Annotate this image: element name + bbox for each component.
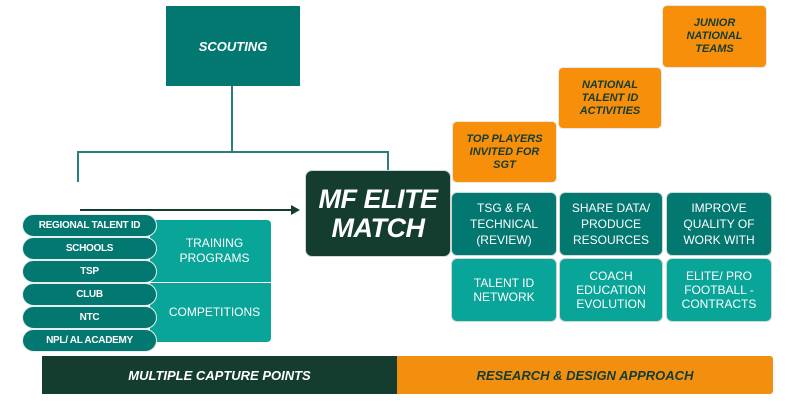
footer-research-design: RESEARCH & DESIGN APPROACH: [397, 356, 773, 394]
line: TALENT ID: [473, 276, 535, 290]
connector-left-down: [77, 151, 79, 182]
footer-right-label: RESEARCH & DESIGN APPROACH: [476, 367, 694, 383]
pill-label: SCHOOLS: [65, 243, 114, 254]
line: SGT: [493, 158, 516, 171]
line: TALENT ID: [581, 91, 639, 104]
scouting-label: SCOUTING: [198, 38, 268, 54]
line: CONTRACTS: [681, 297, 757, 311]
training-programs-panel: TRAINING PROGRAMS: [150, 220, 271, 282]
connector-right-down: [387, 151, 389, 171]
line: RESOURCES: [572, 233, 649, 247]
pill-label: NPL/ AL ACADEMY: [46, 335, 133, 346]
mf-elite-match-box: MF ELITE MATCH: [306, 171, 450, 256]
line: EVOLUTION: [576, 297, 646, 311]
outcome-improve-quality: IMPROVE QUALITY OF WORK WITH: [667, 193, 771, 255]
connector-horizontal: [77, 151, 389, 153]
pill-label: NTC: [79, 312, 100, 323]
pill-ntc: NTC: [22, 306, 157, 329]
pill-regional-talent-id: REGIONAL TALENT ID: [22, 214, 157, 237]
outcome-share-data: SHARE DATA/PRODUCE RESOURCES: [560, 193, 662, 255]
pill-schools: SCHOOLS: [22, 237, 157, 260]
line: PRODUCE: [580, 217, 641, 231]
footer-multiple-capture-points: MULTIPLE CAPTURE POINTS: [42, 356, 397, 394]
line: NATIONAL: [686, 30, 743, 42]
line: QUALITY OF: [683, 217, 755, 231]
line: NETWORK: [473, 290, 535, 304]
line: FOOTBALL -: [684, 283, 754, 297]
training-line2: PROGRAMS: [179, 251, 250, 265]
line: ACTIVITIES: [579, 104, 641, 117]
pill-club: CLUB: [22, 283, 157, 306]
line: TSG & FA: [476, 201, 531, 215]
mf-line2: MATCH: [331, 212, 425, 243]
outcome-tsg-fa-technical: TSG & FA TECHNICAL (REVIEW): [452, 193, 556, 255]
pill-npl-al-academy: NPL/ AL ACADEMY: [22, 329, 157, 352]
line: ELITE/ PRO: [685, 269, 752, 283]
competitions-panel: COMPETITIONS: [150, 283, 271, 342]
arrow-line: [80, 209, 292, 211]
line: TOP PLAYERS: [466, 132, 543, 145]
line: COACH: [589, 269, 633, 283]
footer-left-label: MULTIPLE CAPTURE POINTS: [128, 367, 311, 383]
line: NATIONAL: [581, 78, 638, 91]
connector-scouting-down: [231, 86, 233, 153]
line: JUNIOR: [693, 17, 736, 29]
scouting-box: SCOUTING: [166, 6, 300, 86]
line: (REVIEW): [476, 233, 532, 247]
line: INVITED FOR: [469, 145, 540, 158]
pill-label: CLUB: [76, 289, 103, 300]
line: WORK WITH: [683, 233, 755, 247]
pill-label: REGIONAL TALENT ID: [38, 220, 141, 231]
line: IMPROVE: [691, 201, 747, 215]
arrow-head-icon: [291, 205, 300, 215]
pill-tsp: TSP: [22, 260, 157, 283]
pill-label: TSP: [80, 266, 99, 277]
line: TEAMS: [695, 43, 734, 55]
training-line1: TRAINING: [185, 236, 244, 250]
line: EDUCATION: [576, 283, 646, 297]
mf-line1: MF ELITE: [318, 183, 439, 214]
line: SHARE DATA/: [571, 201, 651, 215]
line: TECHNICAL: [469, 217, 538, 231]
competitions-label: COMPETITIONS: [168, 305, 261, 319]
